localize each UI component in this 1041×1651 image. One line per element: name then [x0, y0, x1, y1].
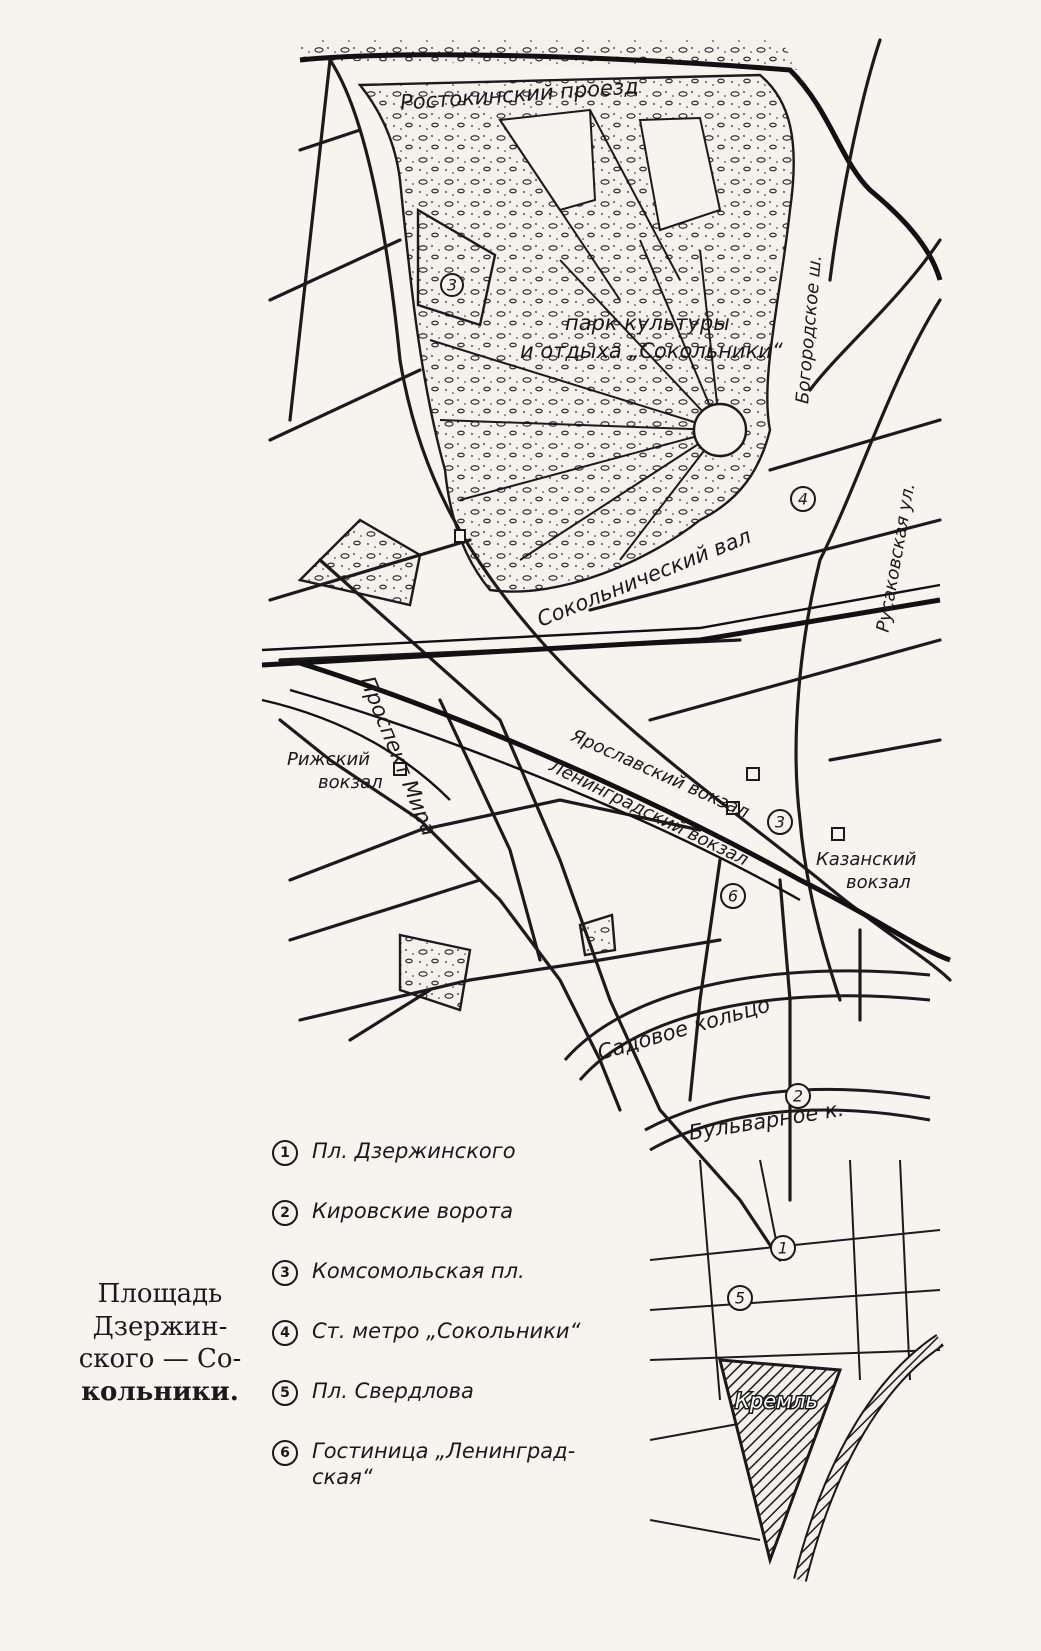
label-rusakovskaya: Русаковская ул. — [873, 481, 920, 634]
svg-text:1: 1 — [778, 1239, 788, 1258]
legend-number: 1 — [272, 1140, 298, 1166]
park-alleys — [429, 109, 721, 561]
station-leningradsky-symbol — [726, 801, 740, 815]
svg-text:4: 4 — [798, 490, 808, 509]
kremlin — [718, 1358, 843, 1566]
legend-number: 3 — [272, 1260, 298, 1286]
legend-number: 5 — [272, 1380, 298, 1406]
marker-1[interactable]: 1 — [770, 1235, 796, 1261]
svg-text:3: 3 — [775, 813, 785, 832]
marker-5[interactable]: 5 — [727, 1285, 753, 1311]
marker-3-park[interactable]: 3 — [440, 273, 464, 297]
legend-text: Гостиница „Ленинград-ская“ — [312, 1439, 576, 1490]
legend-text: Ст. метро „Сокольники“ — [312, 1319, 581, 1343]
park-west-small — [416, 207, 497, 327]
legend-number: 2 — [272, 1200, 298, 1226]
map-legend: 1 Пл. Дзержинского 2 Кировские ворота 3 … — [272, 1138, 652, 1528]
park-small-south — [398, 933, 472, 1012]
marker-4[interactable]: 4 — [790, 486, 816, 512]
legend-text: Комсомольская пл. — [312, 1259, 525, 1283]
legend-item-3: 3 Комсомольская пл. — [272, 1258, 652, 1318]
label-kazansky: Казанский — [816, 849, 917, 870]
map-caption: Площадь Дзержин- ского — Со- кольники. — [60, 1278, 260, 1408]
legend-item-4: 4 Ст. метро „Сокольники“ — [272, 1318, 652, 1378]
legend-number: 6 — [272, 1440, 298, 1466]
marker-2[interactable]: 2 — [785, 1083, 811, 1109]
marker-3[interactable]: 3 — [767, 809, 793, 835]
station-yaroslavsky-symbol — [746, 767, 760, 781]
river-yauza-top — [299, 52, 943, 281]
moskva-river-inner — [795, 1335, 943, 1582]
caption-line1: Площадь — [97, 1279, 223, 1309]
legend-item-5: 5 Пл. Свердлова — [272, 1378, 652, 1438]
park-southwest — [297, 518, 422, 607]
marker-6[interactable]: 6 — [720, 883, 746, 909]
railways — [261, 583, 951, 963]
legend-text: Кировские ворота — [312, 1199, 514, 1223]
label-park: парк культуры — [565, 311, 730, 335]
caption-line3: ского — Со- — [78, 1344, 242, 1374]
legend-item-6: 6 Гостиница „Ленинград-ская“ — [272, 1438, 652, 1528]
label-bogorodskoe: Богородское ш. — [792, 254, 826, 405]
svg-text:6: 6 — [728, 887, 738, 906]
legend-item-1: 1 Пл. Дзержинского — [272, 1138, 652, 1198]
park-inner-block — [638, 116, 722, 232]
svg-text:5: 5 — [735, 1289, 745, 1308]
legend-item-2: 2 Кировские ворота — [272, 1198, 652, 1258]
station-kazansky-symbol — [831, 827, 845, 841]
station-rizhsky-symbol — [393, 762, 407, 776]
garden-ring — [563, 969, 931, 1061]
legend-text: Пл. Дзержинского — [312, 1139, 516, 1163]
park-roundabout — [692, 402, 748, 458]
svg-text:2: 2 — [793, 1087, 803, 1106]
station-symbol — [454, 529, 466, 543]
label-rizhsky2: вокзал — [318, 772, 383, 793]
legend-number: 4 — [272, 1320, 298, 1346]
legend-text: Пл. Свердлова — [312, 1379, 474, 1403]
label-kazansky2: вокзал — [846, 872, 911, 893]
boulevard-ring — [649, 1108, 931, 1152]
caption-line4: кольники. — [81, 1376, 239, 1407]
garden-ring — [578, 994, 931, 1081]
label-rizhsky: Рижский — [287, 749, 370, 770]
label-kreml: Кремль — [735, 1389, 818, 1413]
boulevard-ring — [644, 1087, 931, 1132]
caption-line2: Дзержин- — [92, 1311, 228, 1342]
svg-text:3: 3 — [447, 276, 457, 295]
label-park2: и отдыха „Сокольники“ — [520, 339, 783, 363]
